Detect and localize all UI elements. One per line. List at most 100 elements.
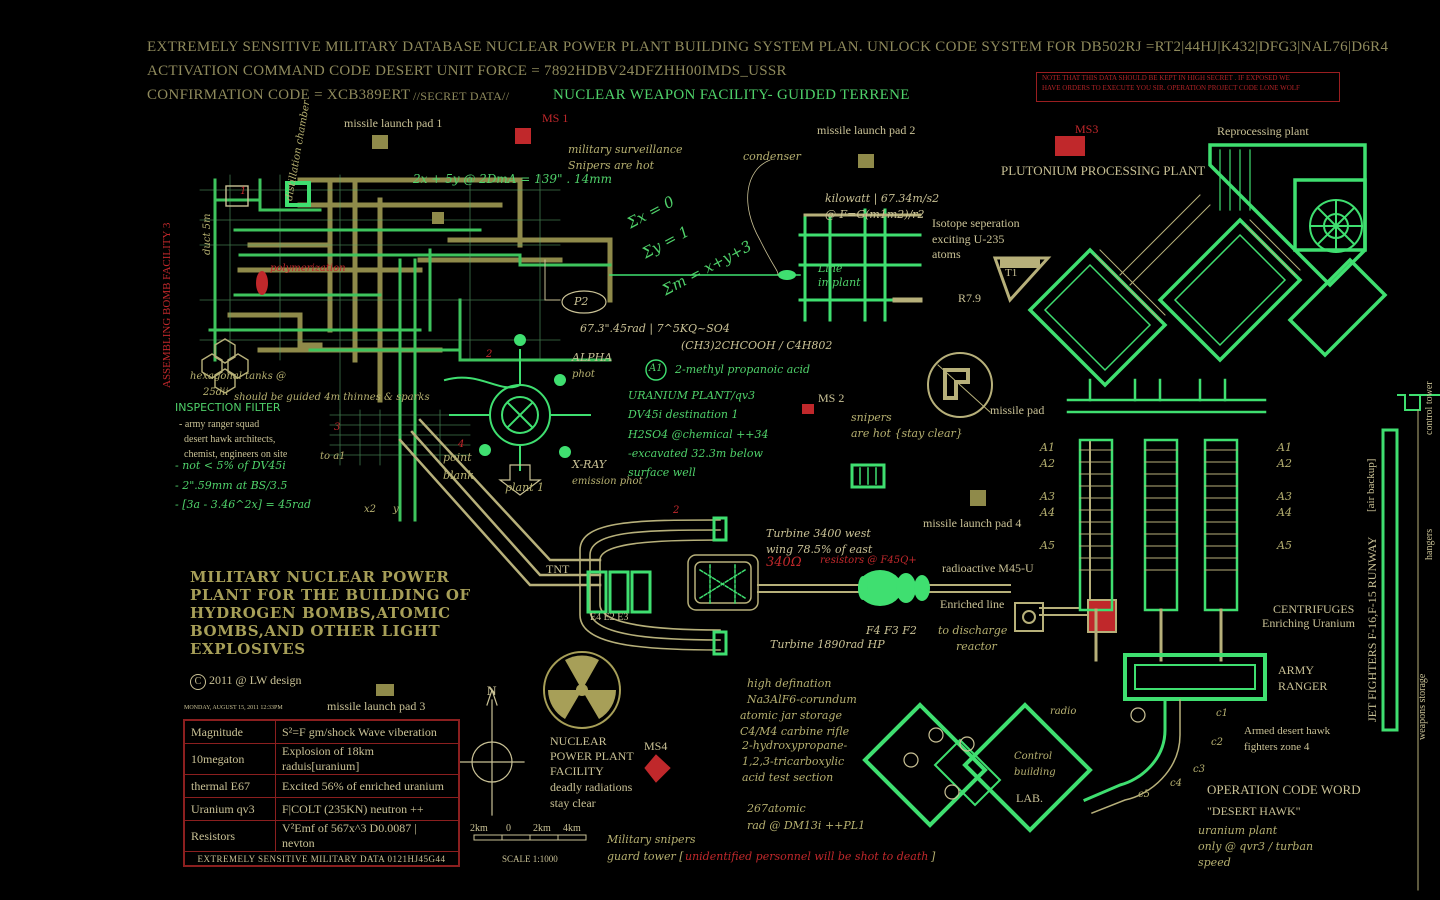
label-uranium-plant: URANIUM PLANT/qv3 (628, 389, 756, 402)
label-f-ports: F4 F3 F2 (866, 624, 917, 637)
label-opcode: OPERATION CODE WORD (1207, 782, 1361, 797)
header-secret: //SECRET DATA// (413, 89, 510, 103)
label-na3alf6: Na3AlF6-corundum (747, 693, 857, 706)
label-tricarboxylic: 1,2,3-tricarboxylic (742, 755, 845, 768)
warning-line-2: HAVE ORDERS TO EXECUTE YOU SIR. OPERATIO… (1042, 84, 1300, 92)
label-armed-2: fighters zone 4 (1244, 741, 1310, 753)
label-a-left-4: A4 (1040, 506, 1055, 519)
label-pad2: missile launch pad 2 (817, 123, 916, 137)
turbine-rings (579, 519, 721, 651)
label-turbine-hp: Turbine 1890rad HP (770, 638, 885, 651)
label-resistors: resistors @ F45Q+ (820, 555, 917, 566)
label-atomic-jar: atomic jar storage (740, 709, 842, 722)
missile-pad (927, 352, 993, 418)
label-radio: radio (1050, 706, 1077, 717)
label-excavated: -excavated 32.3m below (628, 447, 763, 460)
plutonium-hatching (1094, 194, 1301, 321)
copyright-text: 2011 @ LW design (209, 673, 302, 687)
label-polymerization: polymerization (270, 263, 346, 274)
label-discharge-2: reactor (956, 640, 997, 653)
warning-line-1: NOTE THAT THIS DATA SHOULD BE KEPT IN HI… (1042, 74, 1290, 82)
distill-box (285, 181, 311, 207)
label-armed-1: Armed desert hawk (1244, 725, 1331, 737)
label-a-right-5: A5 (1277, 539, 1292, 552)
header-facility: NUCLEAR WEAPON FACILITY- GUIDED TERRENE (553, 87, 910, 103)
label-c4: c4 (1170, 778, 1182, 789)
label-enriching: Enriching Uranium (1262, 616, 1355, 630)
table-key: Uranium qv3 (183, 797, 276, 821)
pad4-lattice (850, 463, 886, 489)
label-guard-3: unidentified personnel will be shot to d… (685, 850, 929, 863)
label-discharge-1: to discharge (938, 624, 1008, 637)
label-angle: 67.3".45rad | 7^5KQ~SO4 (580, 322, 730, 335)
label-a-right-2: A2 (1277, 457, 1292, 470)
label-duct: duct 5m (202, 213, 213, 255)
label-guard-4: ] (931, 850, 936, 863)
control-building (862, 702, 1093, 833)
label-a-right-1: A1 (1277, 441, 1292, 454)
label-kilowatt-2: @ F=G(m1m2)/r2 (825, 208, 925, 221)
condenser-lattice (798, 208, 923, 322)
plant1-rotor (443, 334, 591, 471)
label-ms2: MS 2 (818, 391, 845, 405)
label-c2: c2 (1211, 737, 1223, 748)
label-a-left-1: A1 (1040, 441, 1055, 454)
ms1-marker (515, 128, 531, 144)
label-stay-clear: stay clear (550, 796, 596, 810)
marker-num-1: 1 (240, 186, 247, 197)
label-insp-4: - not < 5% of DV45i (175, 459, 286, 472)
label-inspection-filter: INSPECTION FILTER (175, 401, 281, 414)
scale-bar (473, 834, 587, 841)
scale-label: SCALE 1:1000 (502, 854, 558, 864)
label-pad3: missile launch pad 3 (327, 699, 426, 713)
header-line-2: ACTIVATION COMMAND CODE DESERT UNIT FORC… (147, 63, 787, 79)
table-value: V²Emf of 567x^3 D0.0087 | nevton (275, 820, 460, 852)
label-pad1: missile launch pad 1 (344, 116, 443, 130)
scale-tick-4: 4km (563, 823, 581, 834)
enriched-chamber (1014, 602, 1044, 632)
label-plutonium: PLUTONIUM PROCESSING PLANT (1001, 163, 1206, 178)
label-a-right-3: A3 (1277, 490, 1292, 503)
label-y: y (393, 504, 399, 515)
grid-hatch (199, 174, 561, 466)
pad3-marker (376, 684, 394, 696)
marker-num-2: 2 (486, 349, 493, 360)
table-key: thermal E67 (183, 774, 276, 798)
label-deadly: deadly radiations (550, 780, 633, 794)
label-dv45i: DV45i destination 1 (628, 408, 739, 421)
label-lab: LAB. (1016, 791, 1043, 805)
label-weapons-storage: weapons storage (1417, 673, 1428, 740)
label-a-left-2: A2 (1040, 457, 1055, 470)
label-reprocessing: Reprocessing plant (1217, 124, 1309, 138)
label-air-backup: [air backup] (1365, 458, 1377, 512)
label-plant1: plant 1 (505, 481, 545, 494)
p2-tank (561, 290, 607, 314)
label-isotope-1: Isotope seperation (932, 216, 1020, 230)
control-circles (903, 707, 1146, 800)
plutonium-structures (1027, 143, 1388, 388)
label-control-tower: control tower (1424, 381, 1435, 435)
label-surface: surface well (628, 466, 696, 479)
compass-north: N (487, 683, 497, 698)
label-insp-2: desert hawk architects, (184, 434, 276, 445)
label-insp-6: - [3a - 3.46^2x] = 45rad (175, 498, 312, 511)
label-surveillance: military surveillance (568, 143, 683, 156)
label-insp-1: - army ranger squad (179, 419, 260, 430)
label-c5: c5 (1138, 789, 1150, 800)
label-snipers-1: snipers (851, 411, 892, 424)
label-a1-circle: A1 (649, 363, 663, 374)
label-hex-tanks: hexagonal tanks @ (190, 371, 286, 382)
label-c4m4: C4/M4 carbine rifle (740, 725, 850, 738)
label-a-right-4: A4 (1277, 506, 1292, 519)
label-c1: c1 (1216, 708, 1228, 719)
label-p2: P2 (574, 295, 589, 308)
label-insp-3: chemist, engineers on site (184, 449, 288, 460)
table-value: Excited 56% of enriched uranium (275, 774, 460, 798)
label-guard-2: guard tower [ (607, 850, 684, 863)
runway (1381, 394, 1440, 891)
